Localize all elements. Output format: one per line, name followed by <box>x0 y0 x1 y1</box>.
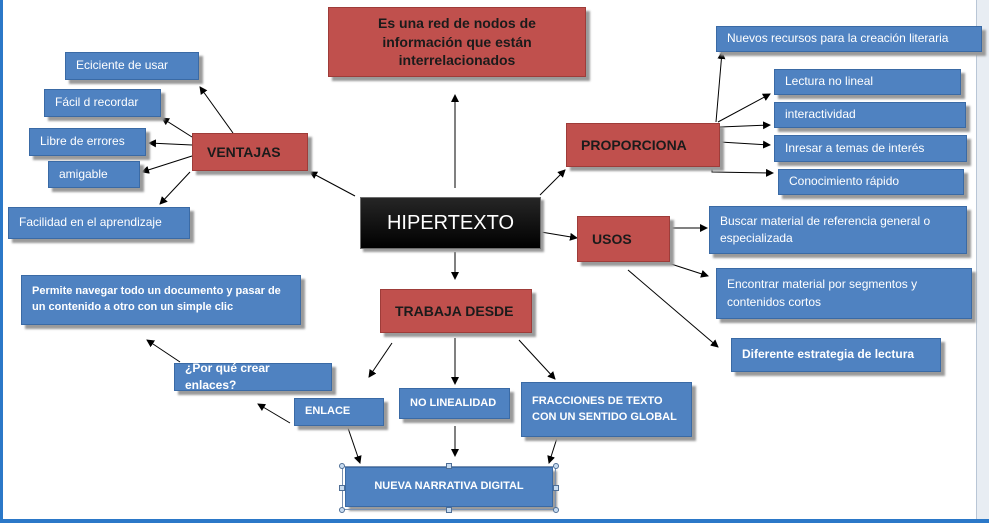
usos-item-3[interactable]: Diferente estrategia de lectura <box>731 338 941 372</box>
trabaja-item-enlace[interactable]: ENLACE <box>294 398 384 426</box>
arrow-proporciona-2 <box>717 93 771 123</box>
node-nueva-narrativa[interactable]: NUEVA NARRATIVA DIGITAL <box>345 467 553 507</box>
proporciona-item-3-label: interactividad <box>785 107 856 122</box>
arrow-ventajas-4 <box>141 155 193 174</box>
arrow-proporciona-1 <box>715 51 726 123</box>
node-trabaja-desde[interactable]: TRABAJA DESDE <box>380 289 532 333</box>
usos-item-3-label: Diferente estrategia de lectura <box>742 347 915 362</box>
resize-handle-top-right[interactable] <box>553 463 559 469</box>
arrow-enlace-pregunta <box>257 403 291 424</box>
node-nueva-narrativa-label: NUEVA NARRATIVA DIGITAL <box>374 480 524 493</box>
arrow-center-to-ventajas <box>309 171 356 197</box>
trabaja-item-no-linealidad[interactable]: NO LINEALIDAD <box>399 388 510 419</box>
proporciona-item-2-label: Lectura no lineal <box>785 74 874 89</box>
trabaja-item-enlace-label: ENLACE <box>305 405 351 418</box>
arrow-proporciona-4 <box>719 140 771 149</box>
arrow-ventajas-3 <box>148 139 193 148</box>
enlace-answer-label: Permite navegar todo un documento y pasa… <box>32 285 281 313</box>
proporciona-item-5-label: Conocimiento rápido <box>789 174 900 189</box>
usos-item-1-label: Buscar material de referencia general o … <box>720 213 931 245</box>
node-definition[interactable]: Es una red de nodos de información que e… <box>328 7 586 77</box>
ventajas-item-5[interactable]: Facilidad en el aprendizaje <box>8 207 190 239</box>
usos-item-2-label: Encontrar material por segmentos y conte… <box>727 277 918 309</box>
node-usos-label: USOS <box>592 231 632 247</box>
proporciona-item-2[interactable]: Lectura no lineal <box>774 69 961 95</box>
resize-handle-bottom[interactable] <box>446 507 452 513</box>
resize-handle-bottom-right[interactable] <box>553 507 559 513</box>
resize-handle-bottom-left[interactable] <box>339 507 345 513</box>
arrow-center-to-usos <box>540 231 578 241</box>
enlace-answer[interactable]: Permite navegar todo un documento y pasa… <box>21 275 301 325</box>
trabaja-item-no-linealidad-label: NO LINEALIDAD <box>410 396 497 409</box>
arrow-ventajas-2 <box>161 117 193 138</box>
arrow-usos-3 <box>627 269 719 348</box>
node-trabaja-desde-label: TRABAJA DESDE <box>395 303 514 319</box>
node-ventajas[interactable]: VENTAJAS <box>192 133 308 171</box>
window-frame-bottom <box>0 519 989 523</box>
ventajas-item-1[interactable]: Eciciente de usar <box>65 52 199 80</box>
resize-handle-left[interactable] <box>339 485 345 491</box>
arrow-pregunta-respuesta <box>146 339 181 363</box>
ventajas-item-1-label: Eciciente de usar <box>76 58 169 73</box>
resize-handle-top[interactable] <box>446 463 452 469</box>
proporciona-item-4[interactable]: Inresar a temas de interés <box>774 135 967 162</box>
node-proporciona-label: PROPORCIONA <box>581 137 687 153</box>
ventajas-item-4[interactable]: amigable <box>48 161 140 188</box>
node-definition-label: Es una red de nodos de información que e… <box>378 14 536 69</box>
usos-item-1[interactable]: Buscar material de referencia general o … <box>709 206 967 254</box>
node-usos[interactable]: USOS <box>577 216 670 262</box>
arrow-center-to-proporciona <box>539 169 566 196</box>
usos-item-2[interactable]: Encontrar material por segmentos y conte… <box>716 268 972 319</box>
node-hipertexto-label: HIPERTEXTO <box>386 211 515 234</box>
resize-handle-right[interactable] <box>553 485 559 491</box>
arrow-ventajas-5 <box>159 171 191 205</box>
window-frame-left <box>0 0 3 523</box>
arrow-ventajas-1 <box>199 86 234 134</box>
arrow-usos-2 <box>667 262 709 278</box>
ventajas-item-4-label: amigable <box>59 166 108 181</box>
arrow-trabaja-enlace <box>368 342 393 378</box>
node-ventajas-label: VENTAJAS <box>207 144 281 160</box>
window-scrollbar[interactable] <box>976 0 989 523</box>
resize-handle-top-left[interactable] <box>339 463 345 469</box>
enlace-question[interactable]: ¿Por qué crear enlaces? <box>174 361 332 392</box>
arrow-proporciona-3 <box>719 121 771 130</box>
ventajas-item-2-label: Fácil d recordar <box>55 95 139 110</box>
enlace-question-label: ¿Por qué crear enlaces? <box>185 360 270 392</box>
proporciona-item-1[interactable]: Nuevos recursos para la creación literar… <box>716 26 982 52</box>
trabaja-item-fracciones[interactable]: FRACCIONES DE TEXTO CON UN SENTIDO GLOBA… <box>521 382 692 437</box>
arrow-fracciones-narrativa <box>547 437 558 464</box>
ventajas-item-2[interactable]: Fácil d recordar <box>44 89 161 117</box>
ventajas-item-3-label: Libre de errores <box>40 134 125 149</box>
node-hipertexto[interactable]: HIPERTEXTO <box>360 197 541 249</box>
node-proporciona[interactable]: PROPORCIONA <box>566 123 720 167</box>
proporciona-item-3[interactable]: interactividad <box>774 102 966 128</box>
proporciona-item-4-label: Inresar a temas de interés <box>785 140 925 155</box>
arrow-trabaja-fracciones <box>518 339 556 380</box>
proporciona-item-1-label: Nuevos recursos para la creación literar… <box>727 31 949 46</box>
arrow-proporciona-5 <box>711 167 774 177</box>
proporciona-item-5[interactable]: Conocimiento rápido <box>778 169 964 195</box>
trabaja-item-fracciones-label: FRACCIONES DE TEXTO CON UN SENTIDO GLOBA… <box>532 394 677 423</box>
ventajas-item-3[interactable]: Libre de errores <box>29 128 146 156</box>
ventajas-item-5-label: Facilidad en el aprendizaje <box>19 215 162 230</box>
arrow-enlace-narrativa <box>347 427 362 464</box>
